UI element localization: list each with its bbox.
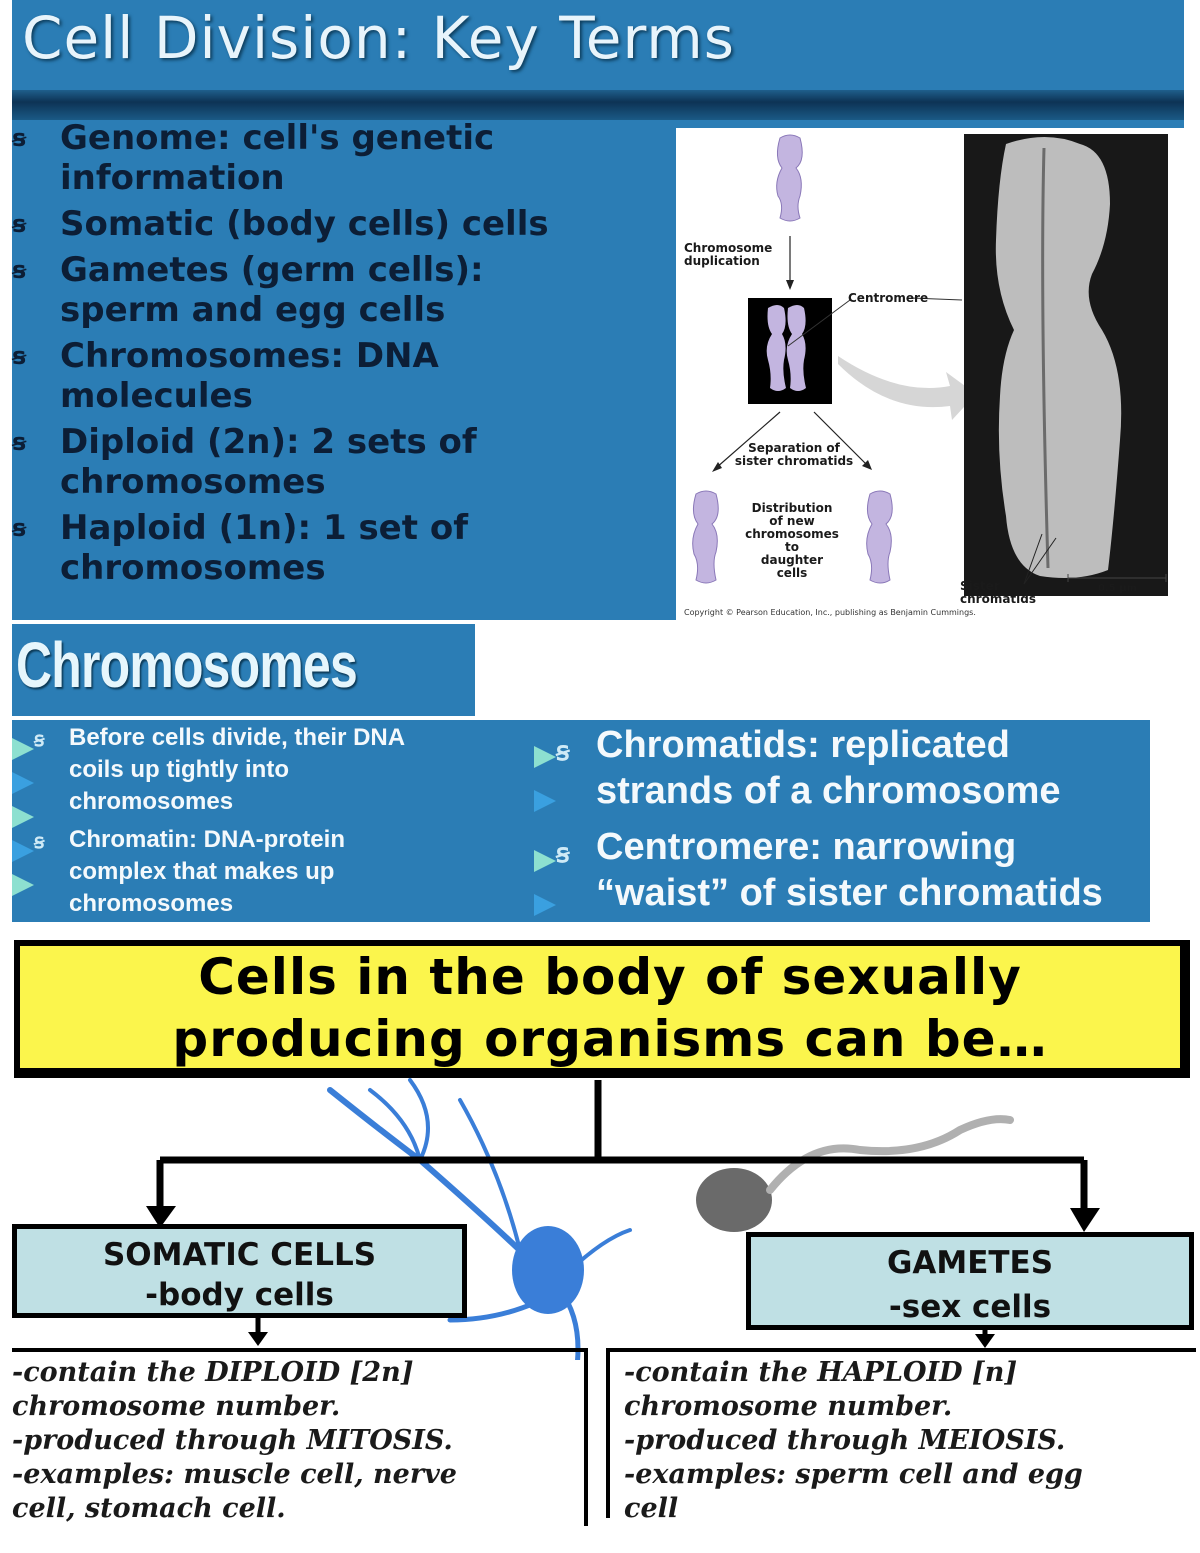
chromosomes-title: Chromosomes — [16, 629, 358, 701]
neuron-body — [512, 1226, 584, 1314]
key-terms-title: Cell Division: Key Terms — [22, 4, 736, 72]
flag-icon — [12, 840, 34, 862]
flag-icon — [12, 806, 34, 828]
gametes-description: -contain the HAPLOID [n] chromosome numb… — [606, 1348, 1196, 1524]
figure-drawing — [692, 134, 1168, 596]
separation-label: Separation of sister chromatids — [734, 441, 854, 468]
distribution-label: Distribution of new chromosomes to daugh… — [745, 501, 839, 580]
daughter-chromosome-right-icon — [866, 490, 893, 584]
scale-bar-label: 0.5 µm — [1098, 583, 1137, 594]
bullet-icon: ꞩ — [12, 124, 27, 152]
cells-banner — [14, 940, 1190, 1078]
bullet-icon: ꞩ — [34, 729, 45, 751]
chromosome-icon — [776, 134, 803, 222]
neuron-icon — [327, 1078, 632, 1360]
chromosomes-title-box — [12, 624, 475, 716]
title-divider-band — [12, 90, 1184, 120]
chromosome-duplication-figure: Chromosome duplication Centromere Separa… — [676, 128, 1184, 620]
figure-copyright: Copyright © Pearson Education, Inc., pub… — [684, 608, 976, 617]
gametes-box: GAMETES -sex cells — [746, 1232, 1194, 1330]
tree-diagram — [146, 1078, 1100, 1360]
bullet-icon: ꞩ — [12, 256, 27, 284]
somatic-cells-box: SOMATIC CELLS -body cells — [12, 1224, 467, 1318]
grey-arrow-icon — [838, 356, 976, 420]
flag-icon — [12, 874, 34, 896]
sperm-head-icon — [696, 1168, 772, 1232]
bullet-icon: ꞩ — [12, 342, 27, 370]
centromere-label: Centromere — [848, 291, 929, 305]
bullet-icon: ꞩ — [12, 428, 27, 456]
duplicated-chromosome-icon — [766, 305, 786, 391]
flag-icon — [12, 772, 34, 794]
daughter-chromosome-left-icon — [692, 490, 719, 584]
bullet-icon: ꞩ — [556, 838, 570, 868]
bullet-icon: ꞩ — [556, 736, 570, 766]
chromosomes-content-box — [12, 720, 1150, 922]
bullet-icon: ꞩ — [12, 210, 27, 238]
somatic-description: -contain the DIPLOID [2n] chromosome num… — [12, 1348, 588, 1526]
sister-chromatids-label: Sister chromatids — [960, 579, 1037, 606]
sperm-tail-icon — [766, 1115, 1014, 1194]
bullet-icon: ꞩ — [34, 831, 45, 853]
flag-icon — [12, 738, 34, 760]
flag-icon — [534, 850, 556, 872]
bullet-icon: ꞩ — [12, 514, 27, 542]
flag-icon — [534, 894, 556, 916]
cells-banner-text: Cells in the body of sexually producing … — [172, 948, 1048, 1068]
flag-icon — [534, 746, 556, 768]
duplication-label: Chromosome duplication — [684, 241, 773, 268]
flag-icon — [534, 790, 556, 812]
